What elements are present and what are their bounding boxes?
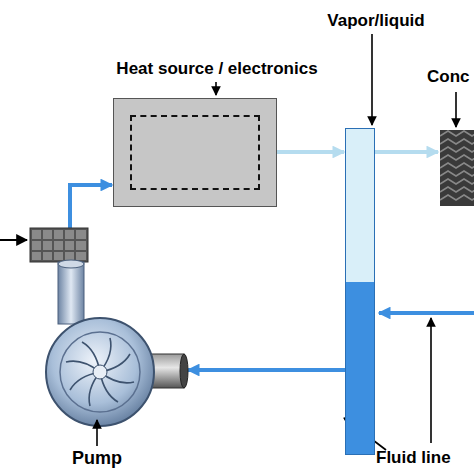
return-line [379,311,474,315]
dashed-frame [130,115,260,190]
flow-line [188,368,345,372]
filter-grid [30,228,88,262]
part-label: Heat source / electronics [116,59,317,79]
flow-line [277,150,344,154]
leader-lines [97,34,456,450]
pump-drawing [46,260,188,426]
pump-body: Pump [40,318,185,430]
flow-line [375,150,438,154]
separator-tube: Vapor/liquid [345,128,375,455]
condenser-hatch [440,130,474,206]
line-label: Fluid line [376,448,451,468]
inlet-arrow [0,239,27,241]
part-label: Conc [427,67,470,87]
heat-source-box: Heat source / electronics [113,98,277,207]
part-label: Pump [72,448,122,469]
part-label: Vapor/liquid [327,11,424,31]
condenser-box: Conc [440,130,474,206]
